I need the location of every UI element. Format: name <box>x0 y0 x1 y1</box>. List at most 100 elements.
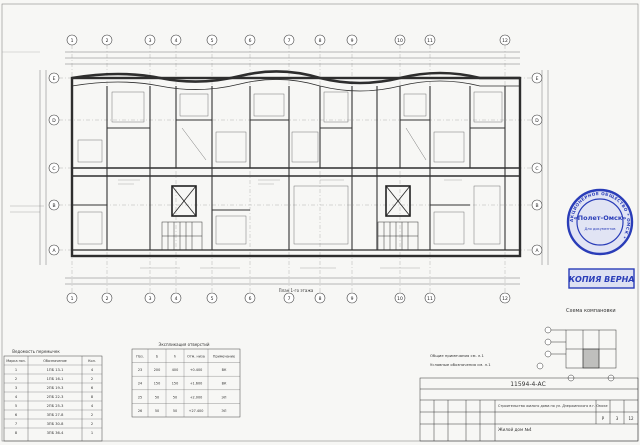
svg-text:7: 7 <box>288 296 291 302</box>
axis-bubble-top-1: 1 <box>66 34 78 46</box>
svg-text:B: B <box>535 203 538 209</box>
svg-text:8: 8 <box>319 296 322 302</box>
axis-bubble-bottom-4: 4 <box>170 292 182 304</box>
walls-table-cell: 6 <box>91 386 94 390</box>
walls-table-cell: 8 <box>91 395 94 399</box>
walls-table-cell: 4 <box>91 404 94 408</box>
openings-table-cell: ВК <box>222 382 227 386</box>
walls-table-cell: 2 <box>91 422 93 426</box>
axis-bubble-left-D: D <box>48 114 60 126</box>
openings-table-cell: 23 <box>138 368 142 372</box>
openings-table-header-cell: b <box>156 355 158 359</box>
svg-text:5: 5 <box>211 38 214 44</box>
walls-table-cell: 2 <box>15 377 17 381</box>
title-block-description: Строительство жилого дома по ул. Дзержин… <box>498 404 608 408</box>
copy-correct-stamp: КОПИЯ ВЕРНА <box>568 268 635 289</box>
layout-scheme-diagram <box>536 326 617 382</box>
walls-table-cell: 3 <box>15 386 17 390</box>
walls-table-cell: 2 <box>91 413 93 417</box>
svg-text:11: 11 <box>427 296 433 302</box>
openings-table-title: Экспликация отверстий <box>159 342 210 347</box>
note-general: Общие примечания см. л.1 <box>430 353 484 358</box>
walls-table-cell: 2 <box>91 377 93 381</box>
openings-table-cell: 150 <box>172 382 178 386</box>
plan-label: План 1-го этажа <box>279 288 314 293</box>
openings-table-cell: 26 <box>138 409 142 413</box>
walls-table-cell: 3ПБ 27-8 <box>47 413 64 417</box>
openings-table-cell: 50 <box>155 395 159 399</box>
walls-table-cell: 3ПБ 36-4 <box>47 431 64 435</box>
axis-bubble-bottom-1: 1 <box>66 292 78 304</box>
walls-table-cell: 1 <box>15 368 17 372</box>
openings-table-cell: 50 <box>173 395 177 399</box>
svg-text:C: C <box>52 166 55 172</box>
openings-table-cell: 150 <box>154 382 160 386</box>
svg-text:6: 6 <box>249 296 252 302</box>
title-block-sheets: 12 <box>628 416 634 421</box>
axis-bubble-bottom-3: 3 <box>144 292 156 304</box>
openings-table: Экспликация отверстий Поз. b h Отм. низа При… <box>131 342 241 418</box>
building-walls <box>70 70 522 258</box>
title-block-sheet: 3 <box>616 416 619 421</box>
openings-table-cell: 50 <box>173 409 177 413</box>
axis-bubble-top-11: 11 <box>424 34 436 46</box>
company-round-stamp: АКЦИОНЕРНОЕ ОБЩЕСТВО * ОМСК * «Полет-Омс… <box>566 188 634 256</box>
axis-bubble-top-10: 10 <box>394 34 406 46</box>
axis-bubble-bottom-11: 11 <box>424 292 436 304</box>
axis-bubble-bottom-5: 5 <box>206 292 218 304</box>
svg-text:11: 11 <box>427 38 433 44</box>
svg-text:7: 7 <box>288 38 291 44</box>
top-dimension-lines <box>65 51 520 65</box>
svg-text:2: 2 <box>106 296 109 302</box>
svg-text:4: 4 <box>175 296 178 302</box>
axis-bubble-top-5: 5 <box>206 34 218 46</box>
inner-detailing <box>77 91 503 245</box>
openings-table-cell: 200 <box>154 368 160 372</box>
axis-bubble-bottom-8: 8 <box>314 292 326 304</box>
axis-bubble-right-E: E <box>531 72 543 84</box>
title-block-stage: Р <box>602 416 605 421</box>
svg-text:2: 2 <box>106 38 109 44</box>
svg-text:1: 1 <box>71 38 74 44</box>
openings-table-header-cell: Поз. <box>136 355 144 359</box>
axis-bubble-top-6: 6 <box>244 34 256 46</box>
walls-table-cell: 5 <box>15 404 17 408</box>
svg-text:6: 6 <box>249 38 252 44</box>
stairs <box>161 221 419 251</box>
title-block <box>419 377 639 442</box>
walls-table-header-cell: Кол. <box>88 359 96 363</box>
svg-text:9: 9 <box>351 296 354 302</box>
svg-text:A: A <box>52 248 56 254</box>
axis-bubble-top-9: 9 <box>346 34 358 46</box>
axis-bubble-right-D: D <box>531 114 543 126</box>
axis-bubble-top-2: 2 <box>101 34 113 46</box>
svg-text:D: D <box>52 118 56 124</box>
copy-correct-label: КОПИЯ ВЕРНА <box>569 275 635 284</box>
openings-table-header-cell: Примечание <box>213 355 235 359</box>
svg-text:8: 8 <box>319 38 322 44</box>
walls-table-header-cell: Обозначение <box>43 359 67 363</box>
openings-table-cell: +27.400 <box>189 409 204 413</box>
openings-table-header-cell: h <box>174 355 176 359</box>
walls-table-header-cell: Марка поз. <box>6 359 26 363</box>
title-block-sheet-title: Жилой дом №4 <box>498 427 532 432</box>
openings-table-cell: 25 <box>138 395 142 399</box>
axis-bubble-bottom-10: 10 <box>394 292 406 304</box>
walls-table: Ведомость перемычек Марка поз.Обозначени… <box>3 349 103 442</box>
axis-bubble-left-A: A <box>48 244 60 256</box>
svg-text:3: 3 <box>149 38 152 44</box>
walls-table-cell: 4 <box>91 368 94 372</box>
svg-text:9: 9 <box>351 38 354 44</box>
axis-bubble-top-3: 3 <box>144 34 156 46</box>
svg-text:12: 12 <box>502 38 508 44</box>
svg-text:10: 10 <box>397 296 403 302</box>
openings-table-cell: +2.000 <box>190 395 203 399</box>
axis-bubble-bottom-7: 7 <box>283 292 295 304</box>
openings-table-cell: ЭЛ <box>222 395 227 399</box>
openings-table-header-cell: Отм. низа <box>187 355 205 359</box>
svg-text:4: 4 <box>175 38 178 44</box>
openings-table-cell: ЭЛ <box>222 409 227 413</box>
axis-bubble-bottom-9: 9 <box>346 292 358 304</box>
stamp-sub-text: Для документов <box>584 227 615 231</box>
